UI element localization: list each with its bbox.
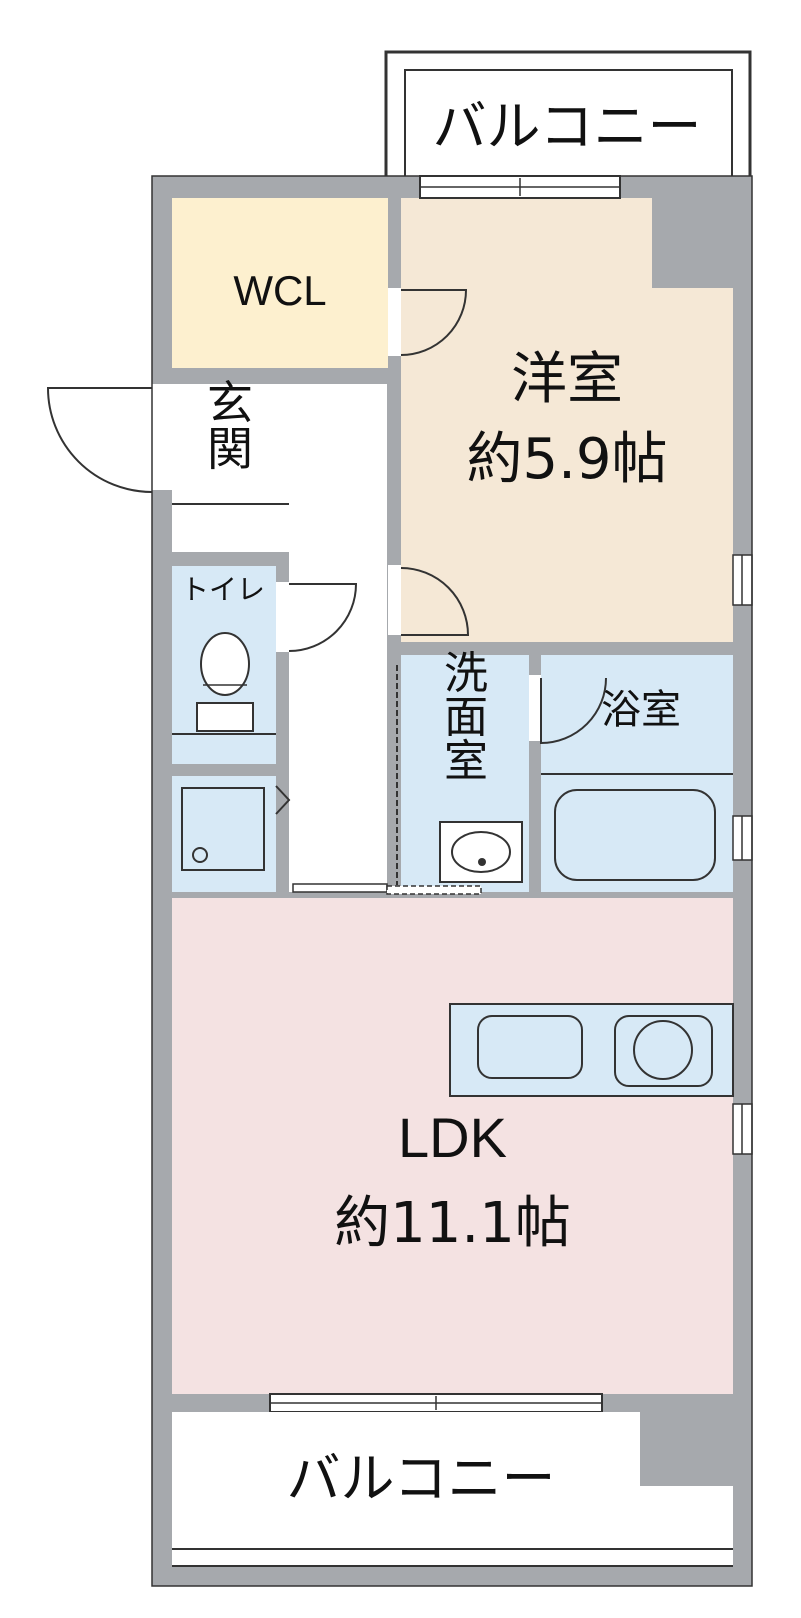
entrance-label: 玄 関	[190, 380, 270, 472]
entrance-floor	[172, 384, 289, 552]
bathroom-label: 浴室	[601, 687, 681, 733]
western-room-door-swing	[400, 567, 470, 636]
kitchen-counter	[449, 1003, 734, 1097]
western-room	[401, 198, 733, 642]
bathtub	[554, 789, 716, 881]
toilet-door-swing	[288, 583, 358, 652]
ldk-size: 約11.1帖	[334, 1191, 571, 1256]
kitchen-sink	[477, 1015, 583, 1079]
balcony-top-inner	[404, 69, 733, 180]
balcony-bottom-label: バルコニー	[286, 1447, 556, 1510]
ldk-room	[172, 898, 733, 1394]
entrance-label-2: 関	[207, 422, 253, 476]
washroom-label: 洗 面 室	[430, 652, 502, 784]
toilet-tank	[196, 702, 254, 732]
balcony-top-label: バルコニー	[432, 95, 702, 158]
laundry-space	[172, 776, 276, 892]
ldk-name: LDK	[398, 1106, 507, 1169]
bathroom-door-swing	[540, 677, 607, 745]
balcony-bottom	[172, 1412, 733, 1566]
western-room-name: 洋室	[511, 347, 623, 412]
western-room-size: 約5.9帖	[466, 427, 668, 492]
wcl-door-swing	[400, 289, 468, 356]
washroom-label-2: 面	[444, 692, 488, 743]
wcl-room	[172, 198, 388, 368]
washroom-label-1: 洗	[444, 648, 488, 699]
corridor	[289, 384, 387, 892]
kitchen-stove	[614, 1015, 713, 1087]
wcl-label: WCL	[233, 267, 327, 314]
toilet-label: トイレ	[180, 573, 265, 606]
entrance-door-swing	[46, 387, 153, 493]
washroom-label-3: 室	[444, 736, 488, 787]
toilet-bowl	[200, 632, 250, 696]
entrance-label-1: 玄	[207, 376, 253, 430]
